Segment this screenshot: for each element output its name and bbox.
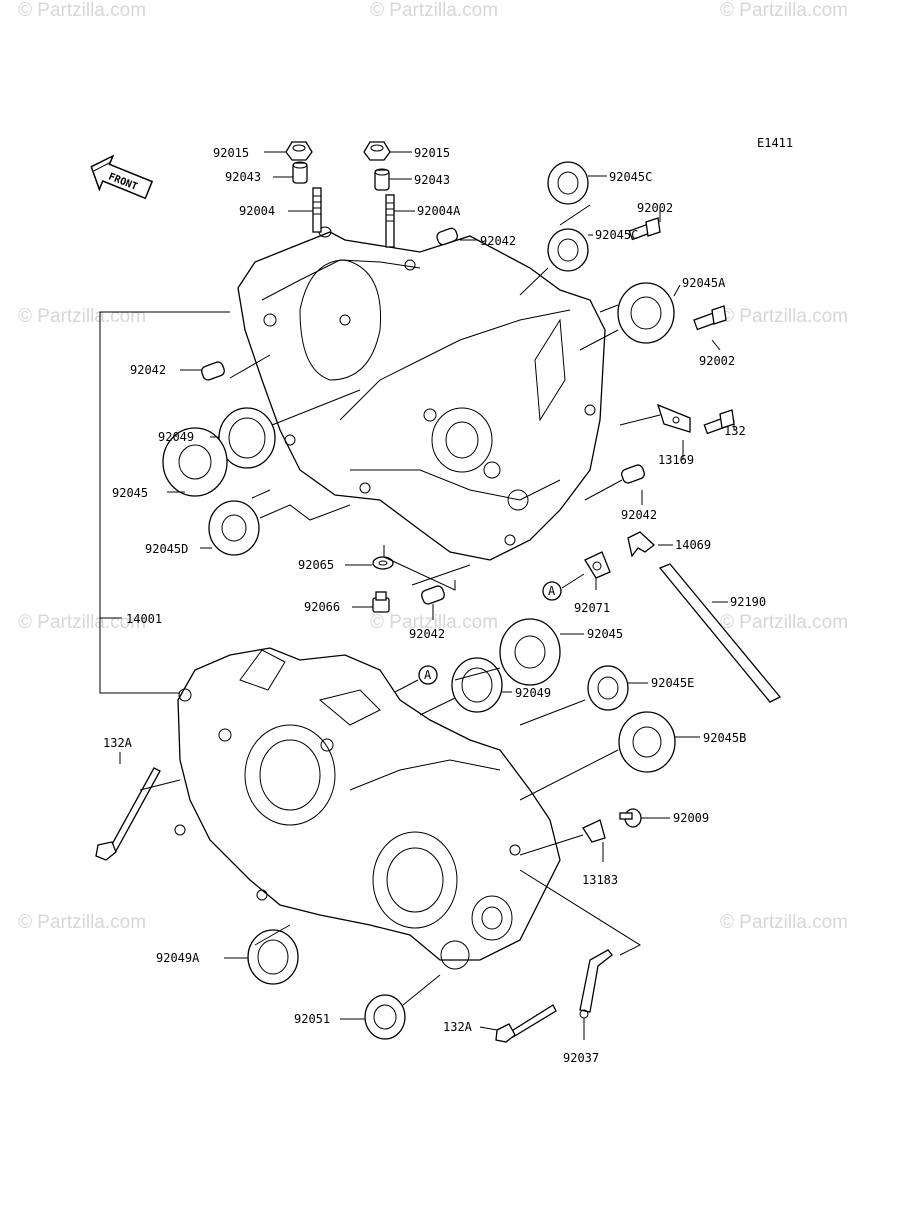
lower-crankcase-half <box>174 647 561 970</box>
label-92049: 92049 <box>158 430 194 444</box>
watermark: © Partzilla.com <box>720 912 848 933</box>
bearing-92045A <box>617 282 675 344</box>
callout-a-lower: A <box>394 665 438 693</box>
label-13169: 13169 <box>658 453 694 467</box>
clamp-92037 <box>579 949 613 1019</box>
label-92004: 92004 <box>239 204 275 218</box>
label-92042-top: 92042 <box>480 234 516 248</box>
label-92045B: 92045B <box>703 731 746 745</box>
label-92002-top: 92002 <box>637 201 673 215</box>
relation-lines <box>139 204 661 1006</box>
callout-letter: A <box>424 668 432 682</box>
label-92066: 92066 <box>304 600 340 614</box>
callout-a-upper: A <box>542 573 585 601</box>
label-92045C-mid: 92045C <box>595 228 638 242</box>
part-labels: 92015 92015 92043 92043 92004 92004A 920… <box>103 146 766 1065</box>
label-92015-left: 92015 <box>213 146 249 160</box>
bolt-92002-top <box>628 217 661 241</box>
label-92045A: 92045A <box>682 276 726 290</box>
label-92045-left: 92045 <box>112 486 148 500</box>
plug-92066 <box>372 591 390 613</box>
dowel-pin-92042-left <box>201 361 225 381</box>
watermark: © Partzilla.com <box>18 306 146 327</box>
watermark: © Partzilla.com <box>370 0 498 21</box>
front-arrow-icon: FRONT <box>90 154 154 200</box>
label-92042-left: 92042 <box>130 363 166 377</box>
label-92045E: 92045E <box>651 676 694 690</box>
label-14001: 14001 <box>126 612 162 626</box>
label-92045-center: 92045 <box>587 627 623 641</box>
fitting-14069 <box>627 531 656 558</box>
screw-92009 <box>619 808 642 828</box>
oil-seal-92049-center <box>451 657 503 713</box>
dowel-pin-92042-center <box>421 585 445 605</box>
bearing-92045C-mid <box>547 228 589 272</box>
label-14069: 14069 <box>675 538 711 552</box>
grommet-92071 <box>584 551 611 579</box>
label-92042-center: 92042 <box>409 627 445 641</box>
stud-92004A <box>385 194 395 248</box>
label-92002-bottom: 92002 <box>699 354 735 368</box>
label-92043-right: 92043 <box>414 173 450 187</box>
watermark: © Partzilla.com <box>370 612 498 633</box>
bearing-92045-left <box>162 427 228 497</box>
dowel-pin-92042-right <box>621 464 645 484</box>
bearing-92045D <box>208 500 260 556</box>
dowel-pin-92042-top <box>436 227 459 246</box>
bearing-92045-center <box>499 618 561 686</box>
label-92071: 92071 <box>574 601 610 615</box>
bearing-92045B <box>618 711 676 773</box>
collar-92043-right <box>374 168 390 191</box>
diagram-code: E1411 <box>757 136 793 150</box>
bearing-92045C-top <box>547 161 589 205</box>
plate-13183 <box>582 819 606 843</box>
label-92190: 92190 <box>730 595 766 609</box>
callout-letter: A <box>548 584 556 598</box>
watermark: © Partzilla.com <box>720 0 848 21</box>
oil-seal-92049 <box>218 407 276 469</box>
label-92009: 92009 <box>673 811 709 825</box>
plate-13169 <box>656 403 691 433</box>
watermark: © Partzilla.com <box>720 612 848 633</box>
bearing-92045E <box>587 665 629 711</box>
label-92051: 92051 <box>294 1012 330 1026</box>
nut-92015-left <box>285 141 313 161</box>
upper-crankcase-half <box>237 226 606 561</box>
collar-92043-left <box>292 161 308 184</box>
label-132A-left: 132A <box>103 736 133 750</box>
bolt-92002-bottom <box>693 305 727 331</box>
label-132: 132 <box>724 424 746 438</box>
label-92049-center: 92049 <box>515 686 551 700</box>
stud-92004 <box>312 187 322 233</box>
label-92015-right: 92015 <box>414 146 450 160</box>
bolt-132A-bottom <box>495 1004 557 1043</box>
label-13183: 13183 <box>582 873 618 887</box>
case-assembly-bracket <box>99 311 230 694</box>
oil-seal-92051 <box>364 994 406 1040</box>
label-92049A: 92049A <box>156 951 200 965</box>
label-92065: 92065 <box>298 558 334 572</box>
bolt-132A-left <box>95 767 161 861</box>
label-92045C-top: 92045C <box>609 170 652 184</box>
label-92037: 92037 <box>563 1051 599 1065</box>
label-92004A: 92004A <box>417 204 461 218</box>
oil-seal-92049A <box>247 929 299 985</box>
label-92042-right: 92042 <box>621 508 657 522</box>
watermark: © Partzilla.com <box>18 0 146 21</box>
label-92045D: 92045D <box>145 542 188 556</box>
nut-92015-right <box>363 141 391 161</box>
watermark: © Partzilla.com <box>18 612 146 633</box>
label-92043-left: 92043 <box>225 170 261 184</box>
label-132A-bottom: 132A <box>443 1020 473 1034</box>
watermark: © Partzilla.com <box>720 306 848 327</box>
watermark: © Partzilla.com <box>18 912 146 933</box>
washer-92065 <box>372 556 394 570</box>
leader-lines <box>119 151 735 1040</box>
hose-92190 <box>658 563 782 703</box>
